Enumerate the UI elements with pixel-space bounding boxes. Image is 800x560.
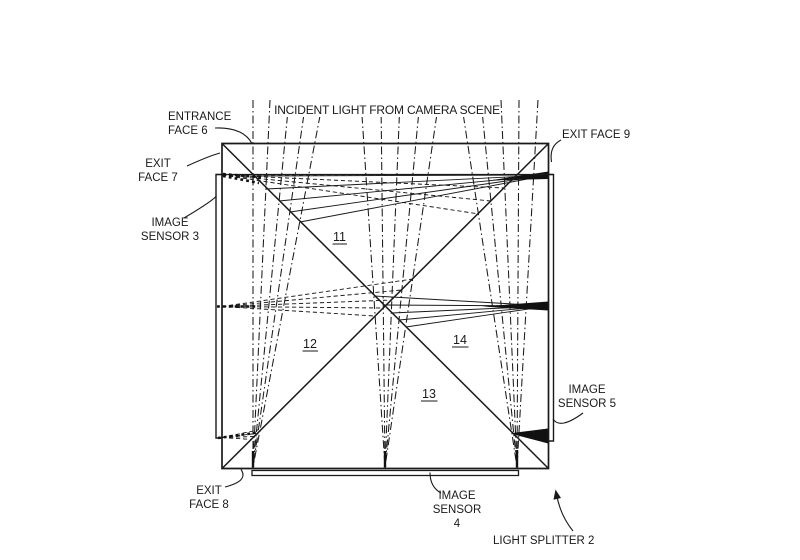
svg-text:LIGHT SPLITTER 2: LIGHT SPLITTER 2 [493, 535, 594, 547]
region-14-label: 14 [453, 333, 467, 347]
leader-exit-face-7 [186, 152, 221, 167]
svg-text:EXIT: EXIT [196, 485, 222, 497]
region-12-label: 12 [303, 337, 317, 351]
label-exit-face-7: EXIT FACE 7 [138, 158, 178, 184]
focus-wedge-middle-right [482, 301, 549, 311]
incident-label-mask [281, 97, 493, 117]
leader-exit-face-9 [550, 139, 562, 163]
label-image-sensor-4: IMAGE SENSOR 4 [433, 490, 482, 530]
svg-text:EXIT FACE 9: EXIT FACE 9 [562, 129, 630, 141]
label-light-splitter-2: LIGHT SPLITTER 2 [493, 535, 594, 547]
light-splitter-structure [215, 142, 555, 477]
focus-wedge-top-right [489, 171, 549, 181]
incident-ray-bundle-left [252, 99, 324, 468]
focus-dot-rows-left [217, 172, 265, 440]
reflected-rays-sensor5-top [252, 174, 549, 223]
label-image-sensor-3: IMAGE SENSOR 3 [141, 217, 199, 243]
svg-text:FACE 8: FACE 8 [189, 499, 229, 511]
label-exit-face-8: EXIT FACE 8 [189, 485, 229, 511]
leader-image-sensor-4 [429, 472, 442, 494]
svg-text:4: 4 [454, 518, 461, 530]
svg-text:EXIT: EXIT [145, 158, 171, 170]
svg-text:IMAGE: IMAGE [151, 217, 188, 229]
leader-image-sensor-3 [183, 195, 217, 219]
svg-text:IMAGE: IMAGE [438, 490, 475, 502]
mirror-diagonal-slash [221, 142, 550, 470]
leader-light-splitter-2 [555, 493, 574, 532]
incident-light-label: INCIDENT LIGHT FROM CAMERA SCENE [274, 103, 500, 117]
reflected-rays-sensor3-bottom [221, 429, 259, 440]
light-splitter-arrowhead [553, 489, 561, 500]
svg-text:FACE 6: FACE 6 [168, 125, 208, 137]
leader-exit-face-8 [224, 469, 244, 488]
reflected-rays-sensor3-middle [221, 278, 414, 317]
region-11-label: 11 [333, 230, 346, 244]
svg-text:SENSOR: SENSOR [433, 504, 482, 516]
svg-text:IMAGE: IMAGE [568, 384, 605, 396]
label-image-sensor-5: IMAGE SENSOR 5 [558, 384, 616, 410]
focus-ticks-bottom [251, 450, 519, 468]
svg-text:SENSOR 5: SENSOR 5 [558, 398, 616, 410]
label-entrance-face-6: ENTRANCE FACE 6 [168, 111, 232, 137]
reflected-rays-sensor5-middle [373, 295, 549, 328]
label-exit-face-9: EXIT FACE 9 [562, 129, 630, 141]
image-sensor-4-shape [251, 469, 520, 477]
region-13-label: 13 [422, 387, 436, 401]
svg-text:FACE 7: FACE 7 [138, 172, 178, 184]
leader-entrance-face-6 [214, 127, 253, 144]
svg-text:ENTRANCE: ENTRANCE [168, 111, 232, 123]
image-sensor-5-shape [548, 173, 555, 442]
focus-wedges-right [482, 171, 549, 444]
incident-ray-bundle-right [460, 99, 539, 468]
region-number-labels: 11 12 13 14 [302, 230, 469, 402]
leader-image-sensor-5 [552, 412, 584, 424]
incident-ray-bundle-center [360, 99, 440, 468]
focus-wedge-bottom-right [512, 428, 549, 444]
svg-text:SENSOR 3: SENSOR 3 [141, 231, 199, 243]
